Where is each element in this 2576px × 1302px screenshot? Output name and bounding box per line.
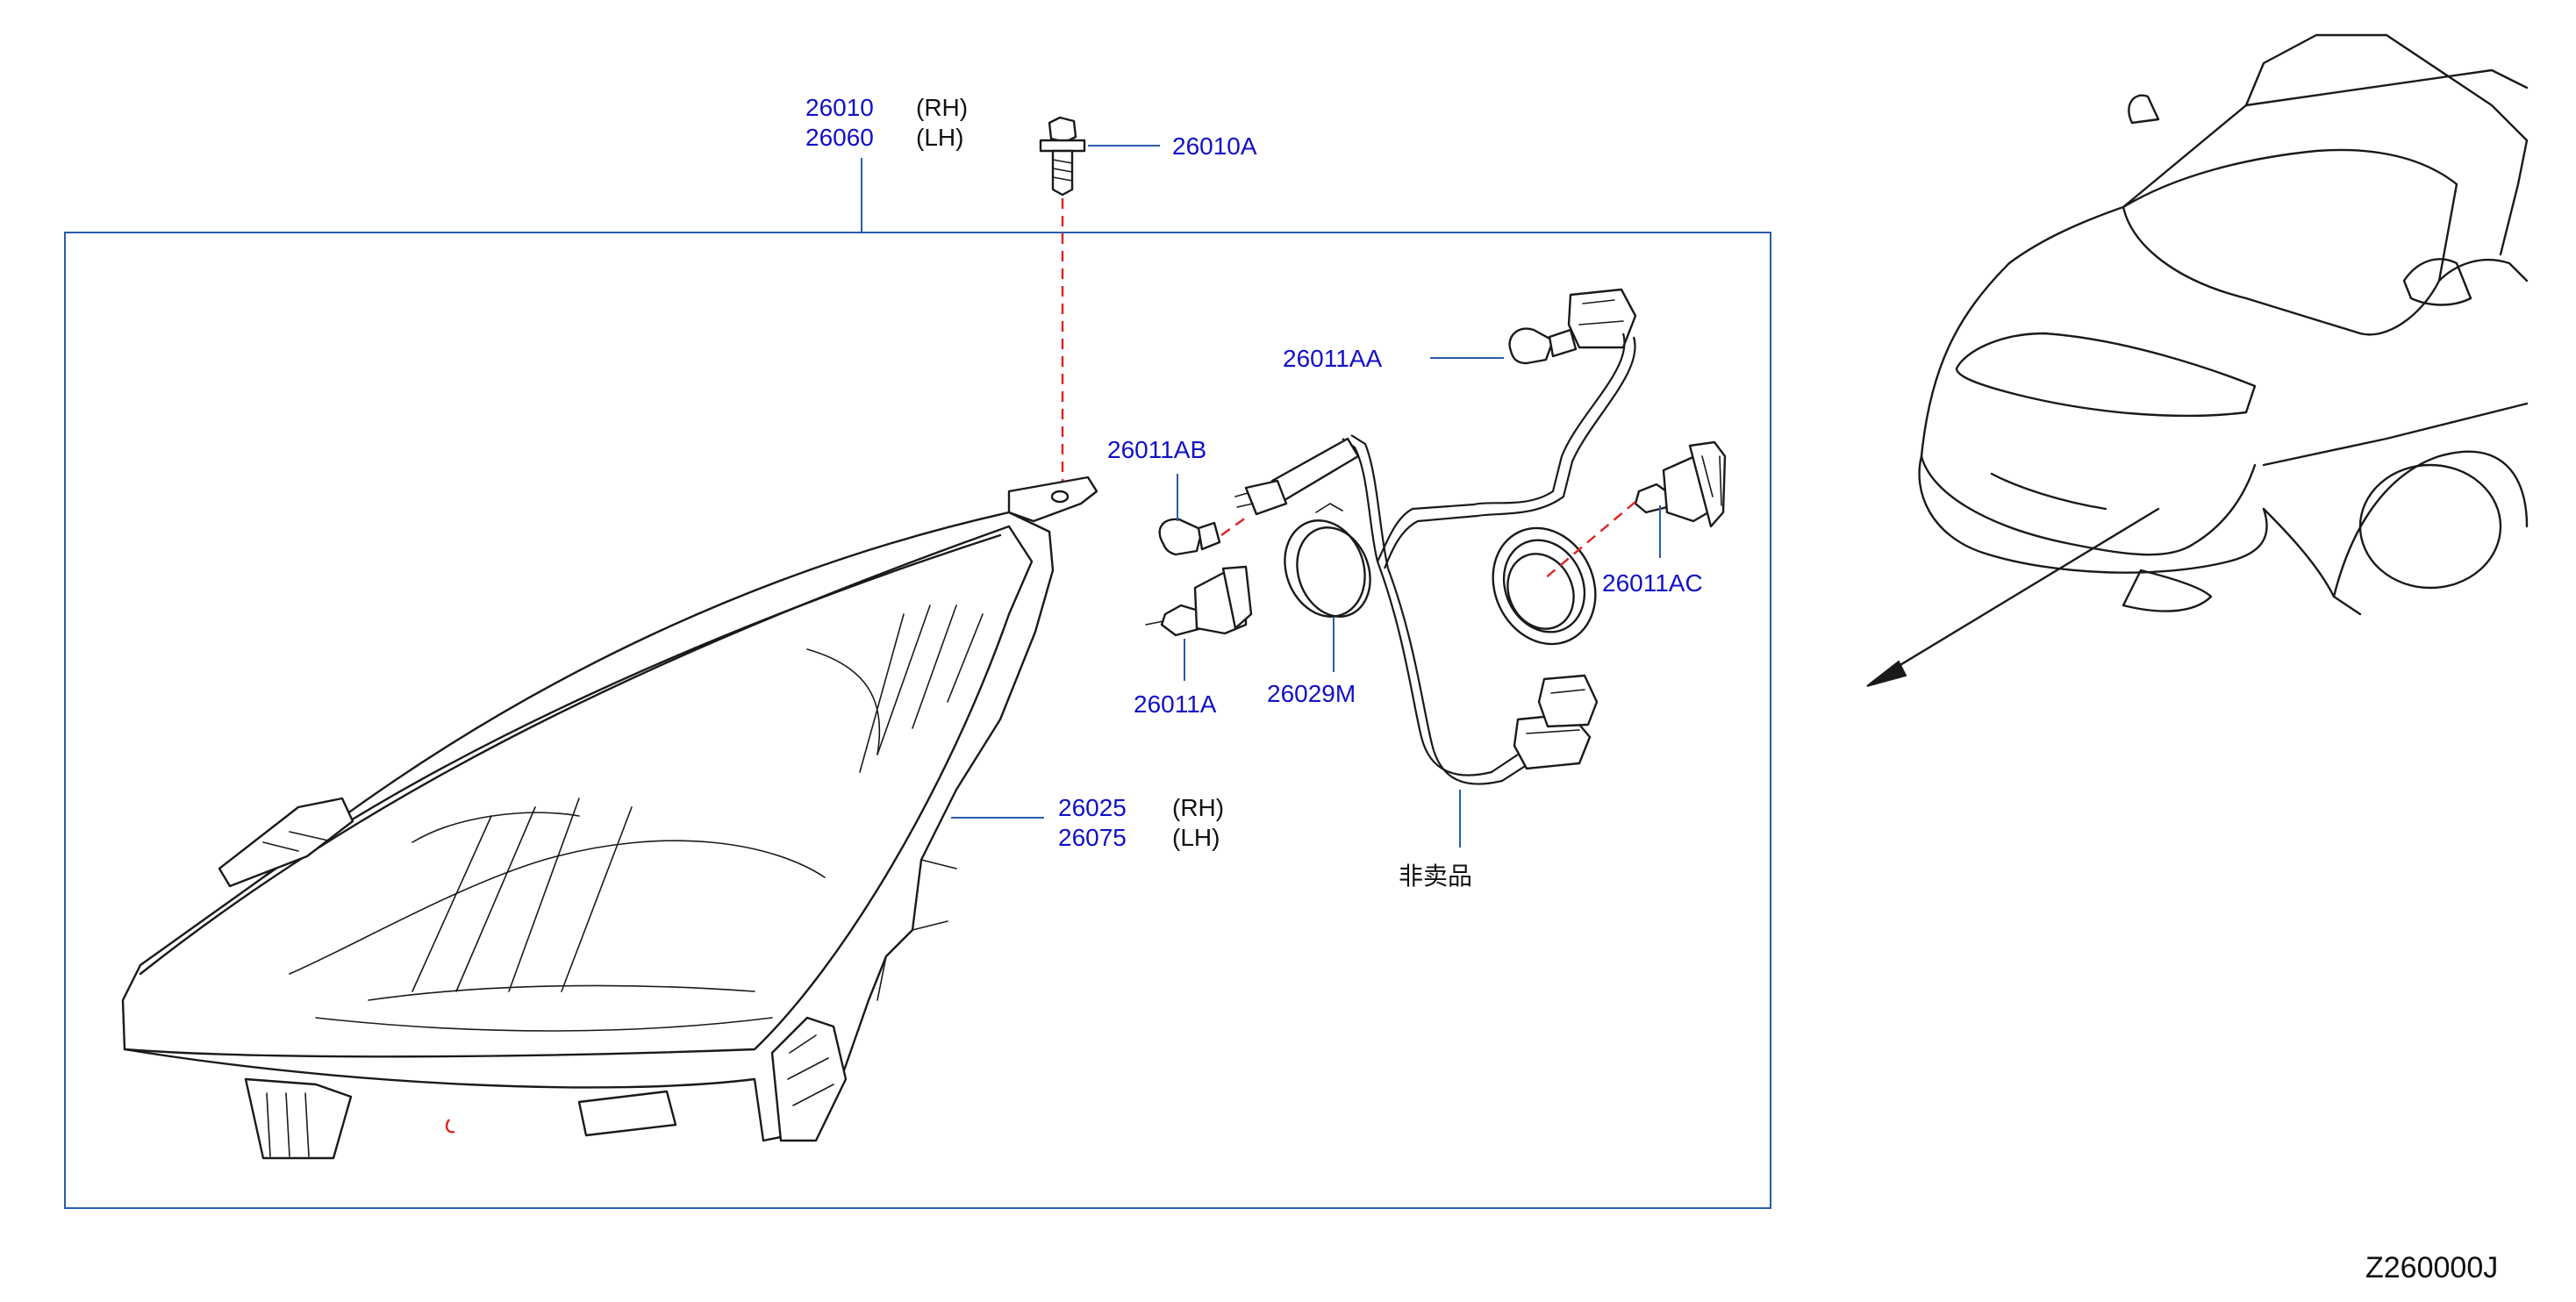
side-lh-label: (LH)	[1172, 824, 1220, 851]
side-rh-label: (RH)	[916, 94, 968, 121]
part-number-26011aa[interactable]: 26011AA	[1283, 345, 1382, 372]
headlamp-housing-drawing	[121, 476, 1098, 1160]
seal-and-bulb-26011ac: 26011AC	[1492, 440, 1727, 646]
part-number-26010[interactable]: 26010	[805, 94, 874, 121]
part-number-26029m[interactable]: 26029M	[1267, 680, 1356, 707]
side-rh-label: (RH)	[1172, 794, 1224, 821]
part-number-26060[interactable]: 26060	[805, 124, 874, 151]
bulb-26011aa: 26011AA	[1283, 327, 1578, 372]
callout-headlamp-assy: 26010 26060 (RH) (LH)	[805, 94, 968, 232]
vehicle-location-view	[1866, 33, 2529, 687]
part-number-26025[interactable]: 26025	[1058, 794, 1127, 821]
bulb-26011ab: 26011AB	[1107, 436, 1247, 556]
part-number-26011a[interactable]: 26011A	[1134, 690, 1217, 718]
cap-26029m: 26029M	[1267, 503, 1371, 707]
part-number-26075[interactable]: 26075	[1058, 824, 1127, 851]
side-lh-label: (LH)	[916, 124, 963, 151]
bolt-26010a: 26010A	[1039, 116, 1257, 491]
harness-not-for-sale-note: 非卖品	[1399, 862, 1472, 890]
part-number-26011ab[interactable]: 26011AB	[1107, 436, 1206, 463]
location-arrow	[1872, 507, 2160, 683]
diagram-code: Z260000J	[2365, 1251, 2498, 1284]
part-number-26011ac[interactable]: 26011AC	[1602, 569, 1703, 597]
part-number-26010a[interactable]: 26010A	[1172, 132, 1257, 160]
wiring-harness: 非卖品	[1234, 288, 1637, 890]
assembly-frame	[64, 232, 1771, 1209]
bulb-26011a: 26011A	[1134, 565, 1253, 718]
callout-housing: 26025 26075 (RH) (LH)	[951, 794, 1224, 851]
